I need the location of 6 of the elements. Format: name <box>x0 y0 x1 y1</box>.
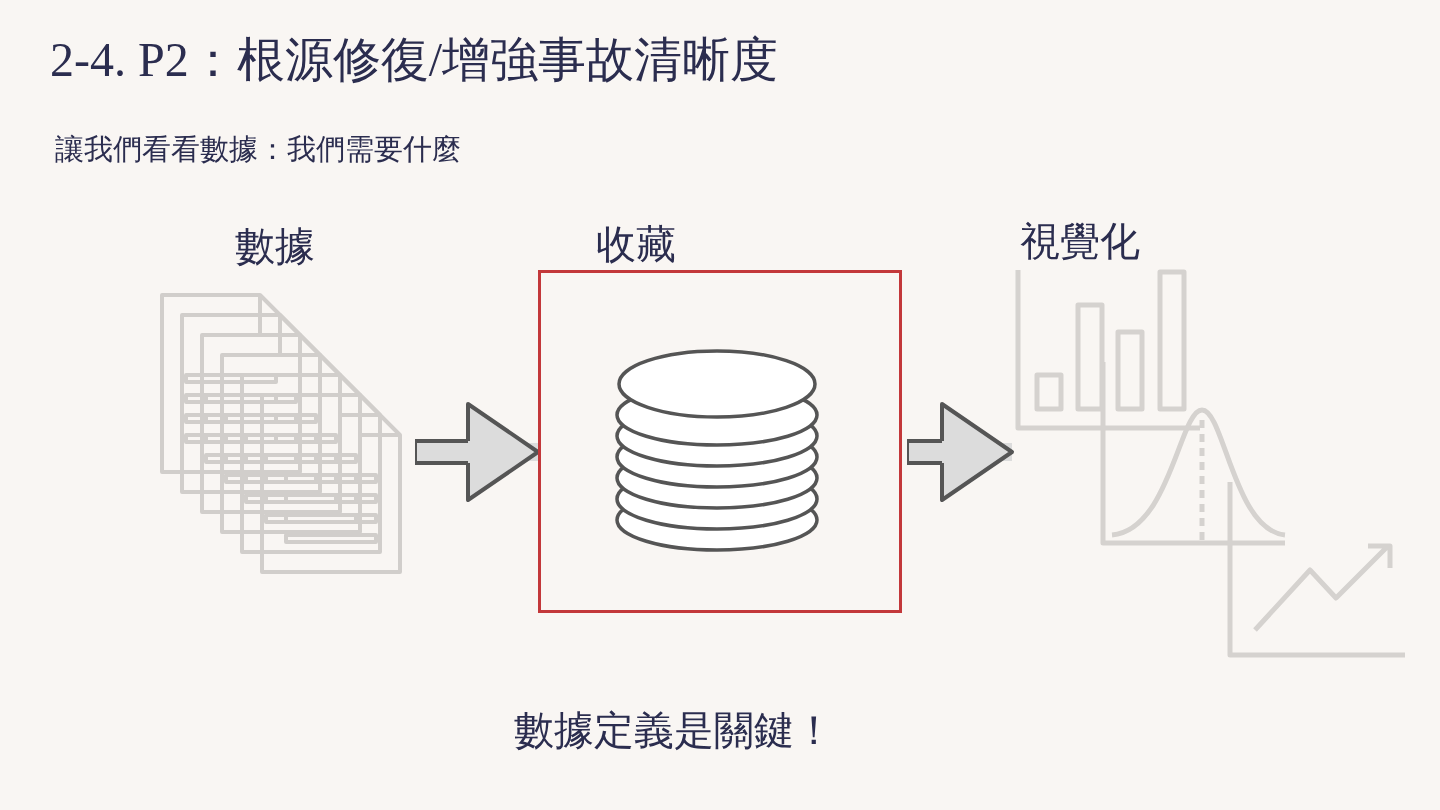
data-heading: 數據 <box>235 225 315 269</box>
conclusion-text: 數據定義是關鍵！ <box>514 707 834 755</box>
subtitle: 讓我們看看數據：我們需要什麼 <box>55 131 461 168</box>
visualization-heading: 視覺化 <box>1020 220 1140 264</box>
slide-title: 2-4. P2：根源修復/增強事故清晰度 <box>50 32 778 88</box>
collection-heading: 收藏 <box>596 223 676 267</box>
